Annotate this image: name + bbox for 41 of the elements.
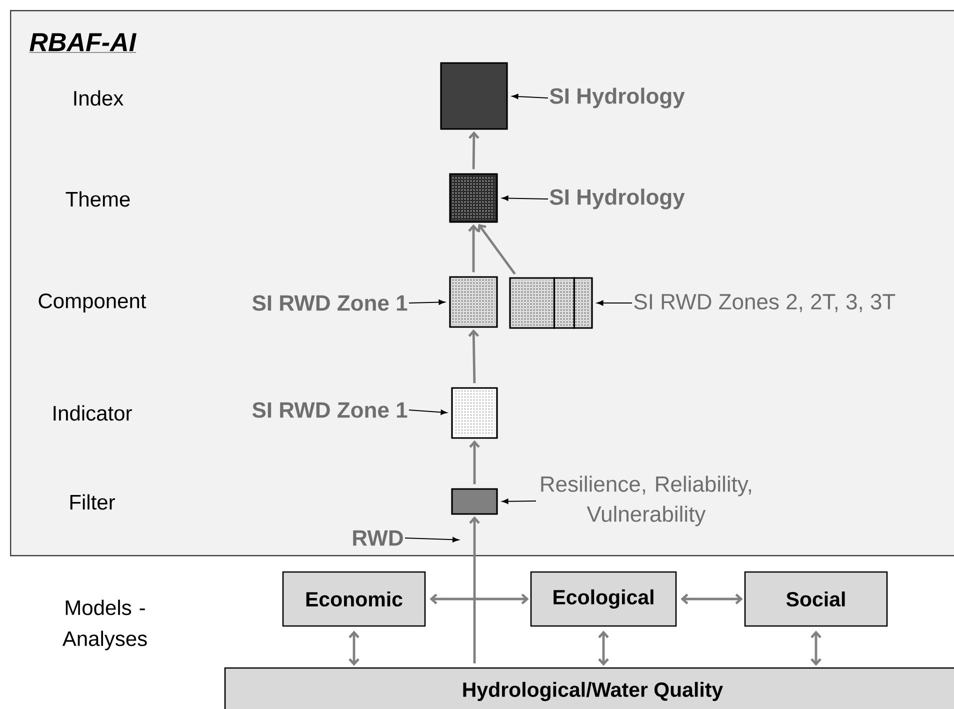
leader-arrow: [404, 537, 459, 542]
level-label: Filter: [70, 494, 115, 510]
arrow: [469, 516, 480, 664]
level-label: Models - Analyses: [62, 600, 147, 650]
level-label: Indicator: [54, 405, 132, 421]
leader-arrow: [408, 410, 448, 415]
callout-text: SI RWD Zone 1: [252, 402, 408, 418]
callout-text: Resilience, Reliability, Vulnerability: [541, 476, 751, 526]
level-label: Index: [74, 90, 124, 106]
callout-text: SI RWD Zones 2, 2T, 3, 3T: [634, 294, 896, 312]
callout-text: SI Hydrology: [550, 188, 685, 210]
leader-arrow: [502, 498, 536, 504]
model-box: Ecological: [530, 571, 677, 627]
arrow: [469, 440, 480, 484]
model-box: Hydrological/Water Quality: [224, 667, 954, 709]
level-label: Component: [38, 293, 146, 312]
level-box: [553, 277, 575, 329]
arrow: [348, 630, 360, 666]
leader-arrow: [596, 300, 632, 306]
arrow: [430, 594, 529, 604]
level-box: [440, 62, 508, 130]
level-box: [449, 173, 498, 223]
arrow: [468, 329, 480, 384]
arrow: [468, 224, 479, 272]
arrow: [810, 630, 822, 666]
leader-arrow: [512, 94, 548, 100]
arrow: [468, 131, 480, 170]
arrow: [598, 630, 609, 666]
callout-text: RWD: [353, 530, 403, 546]
level-label: Theme: [66, 191, 130, 207]
level-box: [451, 488, 498, 515]
leader-arrow: [502, 196, 548, 201]
callout-text: SI RWD Zone 1: [252, 295, 408, 311]
arrow: [478, 224, 516, 275]
model-box: Economic: [282, 571, 426, 627]
level-box: [449, 276, 498, 328]
arrow: [680, 594, 743, 604]
callout-text: SI Hydrology: [550, 88, 685, 108]
leader-arrow: [408, 300, 446, 305]
level-box: [451, 387, 498, 439]
model-box: Social: [744, 571, 888, 627]
